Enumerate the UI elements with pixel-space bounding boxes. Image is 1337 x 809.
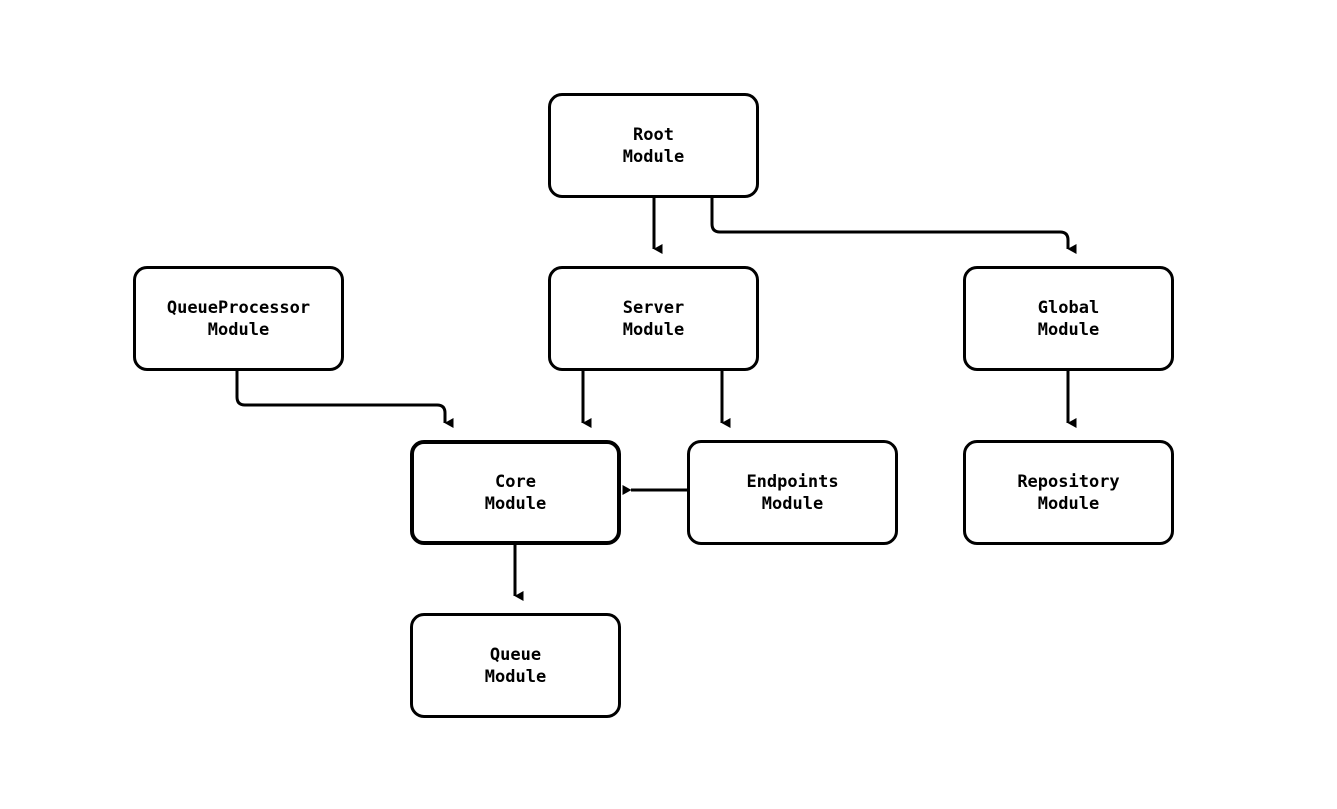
node-global-module-label-line1: Global [1037,297,1100,318]
node-global-module-label-line2: Module [1037,319,1100,340]
node-server-module-label-line2: Module [622,319,685,340]
node-queue-module[interactable]: Queue Module [410,613,621,718]
edge-root-to-global [710,198,1077,254]
node-server-module-label-line1: Server [622,297,685,318]
node-endpoints-module[interactable]: Endpoints Module [687,440,898,545]
node-core-module-label-line2: Module [484,493,547,514]
node-queueprocessor-module-label-line1: QueueProcessor [166,297,311,318]
node-repository-module[interactable]: Repository Module [963,440,1174,545]
node-queue-module-label-line1: Queue [489,644,542,665]
edge-queueprocessor-to-core [235,371,454,428]
node-root-module[interactable]: Root Module [548,93,759,198]
node-server-module[interactable]: Server Module [548,266,759,371]
node-queueprocessor-module[interactable]: QueueProcessor Module [133,266,344,371]
node-root-module-label-line1: Root [633,124,674,145]
node-root-module-label-line2: Module [622,146,685,167]
node-repository-module-label-line1: Repository [1017,471,1120,492]
node-core-module[interactable]: Core Module [410,440,621,545]
node-global-module[interactable]: Global Module [963,266,1174,371]
node-queue-module-label-line2: Module [484,666,547,687]
node-repository-module-label-line2: Module [1037,493,1100,514]
node-endpoints-module-label-line1: Endpoints [746,471,839,492]
node-endpoints-module-label-line2: Module [761,493,824,514]
node-queueprocessor-module-label-line2: Module [207,319,270,340]
node-core-module-label-line1: Core [495,471,536,492]
